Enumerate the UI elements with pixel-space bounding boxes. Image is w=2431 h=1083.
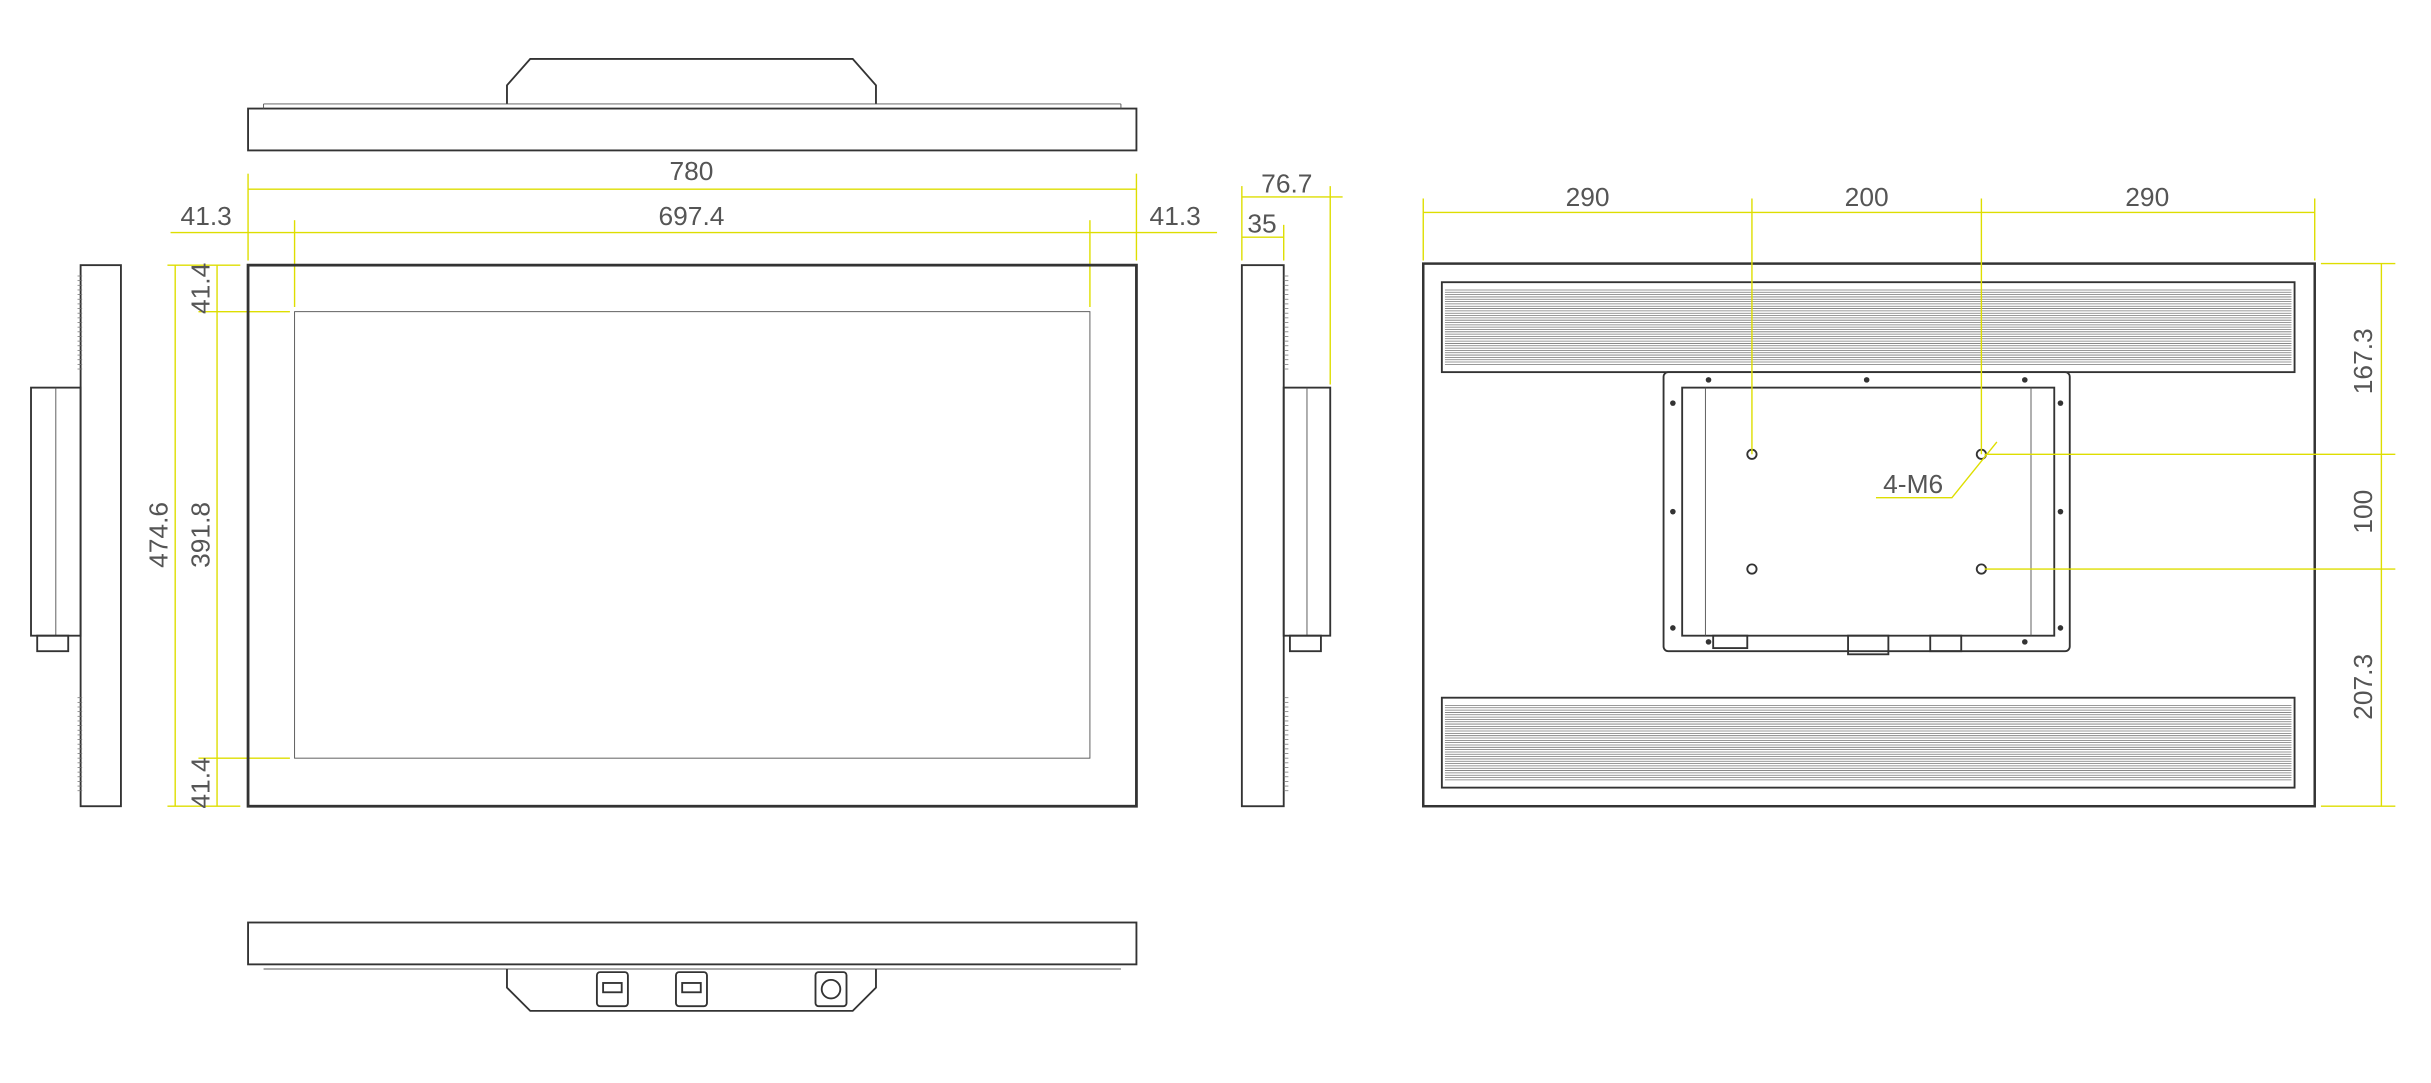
connector-usb-2 bbox=[675, 971, 708, 1008]
dim-right-offset: 290 bbox=[2125, 182, 2169, 212]
screw bbox=[1705, 639, 1712, 645]
mount-box bbox=[1662, 371, 2071, 653]
dim-overall-height: 474.6 bbox=[143, 502, 173, 568]
dim-left-offset: 290 bbox=[1566, 182, 1610, 212]
screw bbox=[2057, 625, 2064, 631]
screw bbox=[1670, 508, 1676, 515]
heatsink-bottom bbox=[1440, 696, 2296, 789]
right-side-view: 76.7 35 bbox=[1240, 168, 1343, 808]
dim-display-height: 391.8 bbox=[185, 502, 215, 568]
dim-vesa-horizontal: 200 bbox=[1845, 182, 1889, 212]
dim-bezel-right: 41.3 bbox=[1150, 201, 1201, 231]
rear-view: 290 200 290 167.3 100 207.3 4-M6 bbox=[1422, 182, 2396, 808]
dim-top-offset: 167.3 bbox=[2348, 328, 2378, 394]
dim-bezel-bottom: 41.4 bbox=[185, 757, 215, 808]
dim-overall-width: 780 bbox=[669, 156, 713, 186]
screw bbox=[2057, 400, 2064, 406]
dim-bezel-left: 41.3 bbox=[181, 201, 232, 231]
dim-bottom-offset: 207.3 bbox=[2348, 654, 2378, 720]
screw bbox=[1670, 625, 1676, 631]
bottom-view bbox=[247, 921, 1138, 1012]
dim-display-width: 697.4 bbox=[659, 201, 725, 231]
screw bbox=[2022, 639, 2028, 645]
screw bbox=[2022, 377, 2028, 383]
dim-panel-depth: 35 bbox=[1247, 209, 1276, 239]
display-area bbox=[294, 311, 1091, 759]
left-side-view bbox=[30, 264, 122, 808]
dim-bezel-top: 41.4 bbox=[185, 263, 215, 314]
screw bbox=[1863, 377, 1870, 383]
dim-vesa-vertical: 100 bbox=[2348, 490, 2378, 534]
connector-power bbox=[814, 971, 848, 1008]
front-view bbox=[246, 263, 1138, 808]
hole-callout: 4-M6 bbox=[1883, 469, 1943, 499]
front-dimensions: 780 697.4 41.3 41.3 474.6 391.8 41.4 41.… bbox=[143, 156, 1218, 809]
connector-usb-1 bbox=[595, 971, 629, 1008]
m6-mount-hole bbox=[1746, 563, 1758, 575]
screw bbox=[1705, 377, 1712, 383]
screw bbox=[2057, 508, 2064, 515]
screw bbox=[1670, 400, 1676, 406]
dim-total-depth: 76.7 bbox=[1261, 168, 1312, 198]
top-view bbox=[247, 58, 1138, 152]
